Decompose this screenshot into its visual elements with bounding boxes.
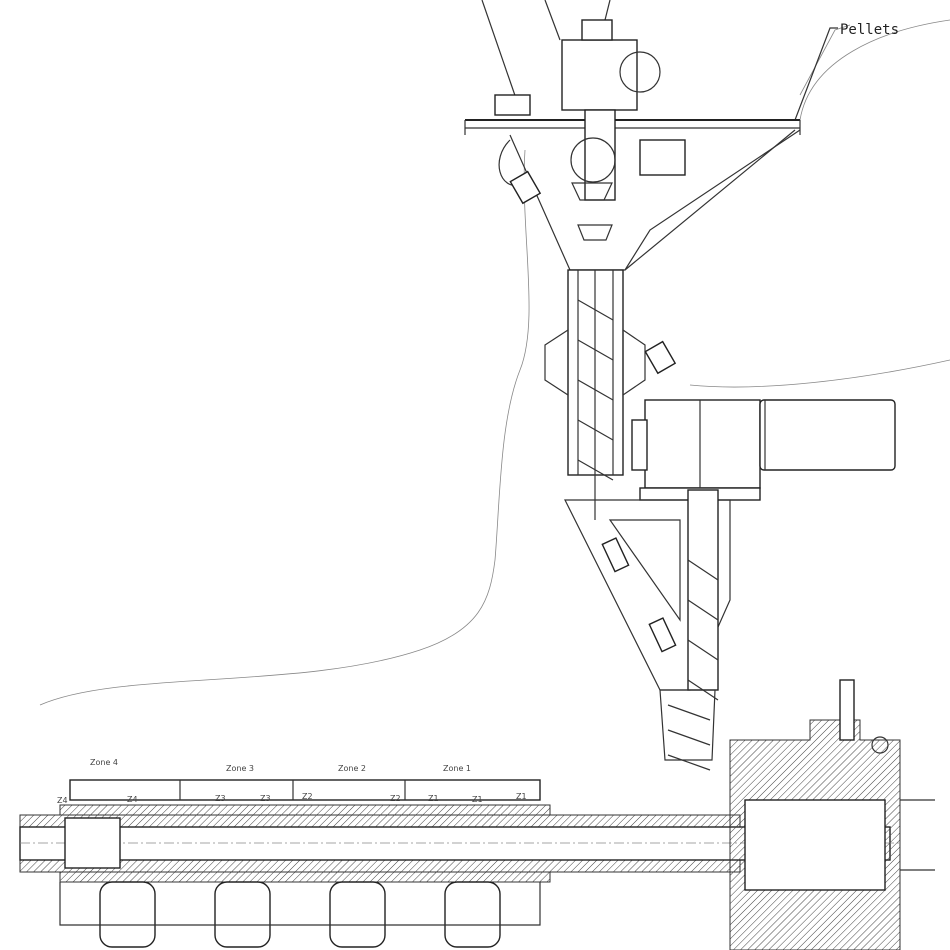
zone-marker: Z2 (302, 792, 313, 801)
crammer-feeder (564, 489, 731, 771)
zone-marker: Z3 (260, 794, 271, 803)
pellets-callout: Pellets (794, 22, 899, 121)
zone-3-label: Zone 3 (226, 764, 254, 773)
pellets-label: Pellets (840, 22, 899, 38)
zone-marker: Z2 (390, 794, 401, 803)
zone-4-label: Zone 4 (90, 758, 118, 767)
zone-marker: Z4 (127, 795, 138, 804)
gear-motor (631, 399, 896, 501)
zone-2-label: Zone 2 (338, 764, 366, 773)
upper-hopper (464, 0, 801, 271)
zone-labels: Zone 4 Zone 3 Zone 2 Zone 1 Z4 Z4 Z3 Z3 … (57, 758, 527, 805)
heater-bands (59, 881, 541, 948)
extruder-barrel (19, 679, 935, 950)
feed-tube (544, 269, 677, 520)
zone-marker: Z1 (428, 794, 439, 803)
zone-marker: Z3 (215, 794, 226, 803)
zone-marker: Z4 (57, 796, 68, 805)
zone-marker: Z1 (516, 792, 527, 801)
zone-marker: Z1 (472, 795, 483, 804)
pencil-outline (39, 19, 950, 706)
zone-1-label: Zone 1 (443, 764, 471, 773)
